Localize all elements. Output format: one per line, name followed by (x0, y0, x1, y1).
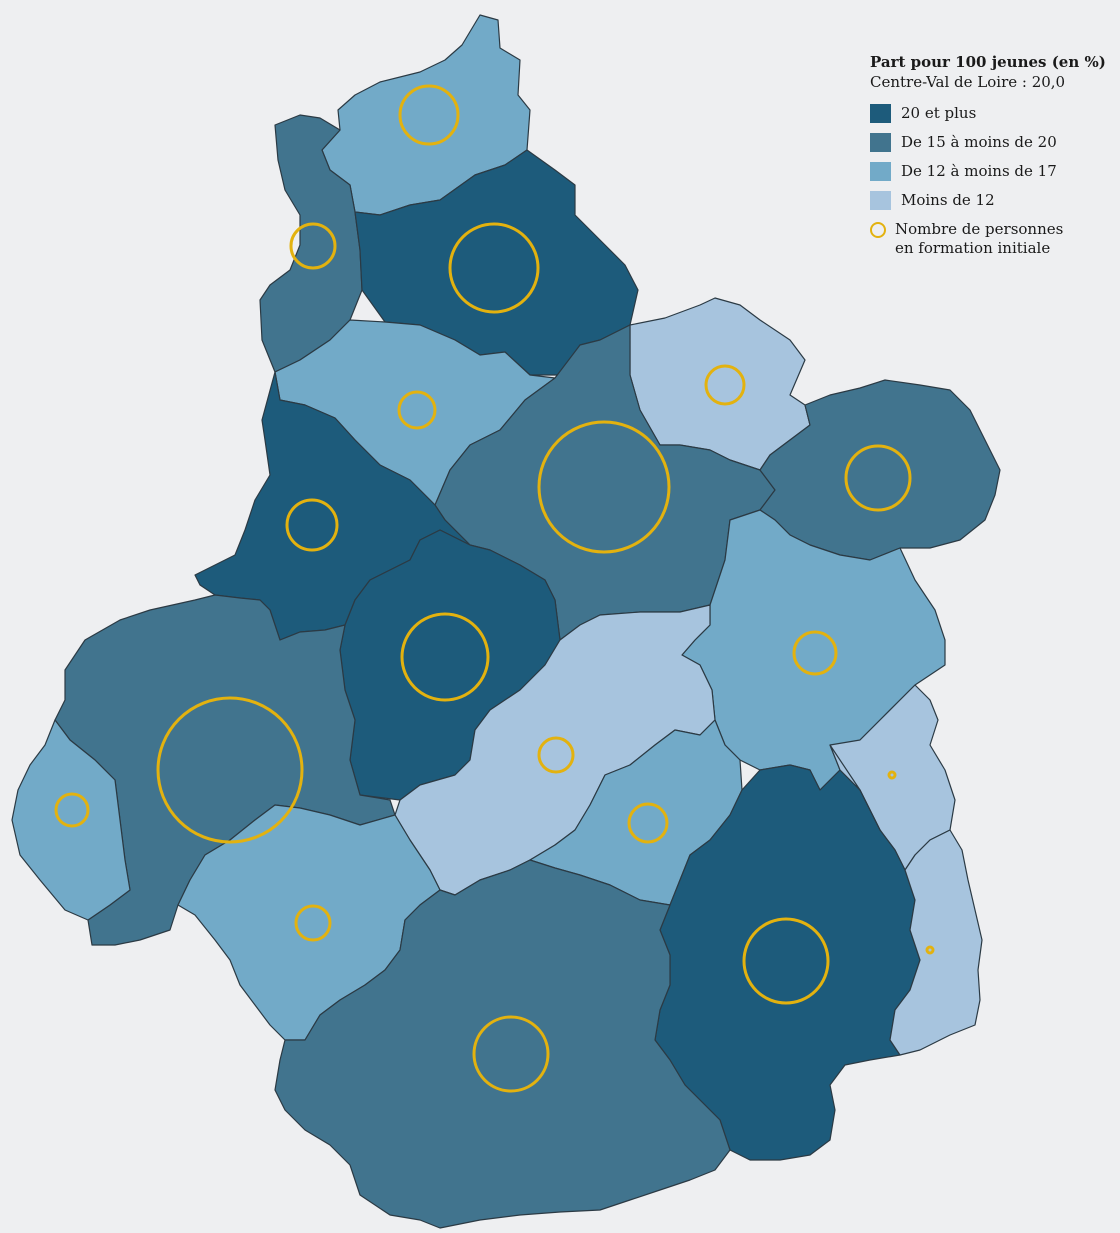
zone-south-large (274, 859, 731, 1229)
bubble (398, 84, 460, 146)
legend-circle-label: Nombre de personnes en formation initial… (895, 220, 1064, 257)
legend-label: Moins de 12 (901, 191, 995, 209)
legend-label: De 12 à moins de 17 (901, 162, 1057, 180)
bubble (472, 1015, 550, 1093)
bubble (704, 364, 746, 406)
bubble (448, 222, 540, 314)
legend-label: 20 et plus (901, 104, 977, 122)
bubble (285, 498, 339, 552)
bubble (742, 917, 830, 1005)
bubble (294, 904, 332, 942)
zone-east-strip-lower (889, 829, 983, 1056)
zone-far-west (11, 719, 131, 921)
bubble (844, 444, 912, 512)
legend-item-class-1: De 15 à moins de 20 (870, 133, 1118, 152)
legend-item-circle: Nombre de personnes en formation initial… (870, 220, 1118, 258)
legend-swatch (870, 162, 891, 181)
legend-subtitle: Centre-Val de Loire : 20,0 (870, 73, 1066, 91)
legend-swatch (870, 191, 891, 210)
legend-circle-icon (870, 222, 886, 238)
bubble (627, 802, 669, 844)
bubble (925, 945, 935, 955)
bubble (792, 630, 838, 676)
legend-label: De 15 à moins de 20 (901, 133, 1057, 151)
bubble (397, 390, 437, 430)
bubble (887, 770, 897, 780)
zone-east-upper-strip-b (829, 744, 881, 831)
bubble (54, 792, 90, 828)
legend-item-class-0: 20 et plus (870, 104, 1118, 123)
legend: Part pour 100 jeunes (en %) Centre-Val d… (870, 52, 1118, 268)
legend-item-class-3: Moins de 12 (870, 191, 1118, 210)
legend-item-class-2: De 12 à moins de 17 (870, 162, 1118, 181)
legend-swatch (870, 133, 891, 152)
bubble (537, 736, 575, 774)
bubble (289, 222, 337, 270)
legend-title: Part pour 100 jeunes (en %) (870, 53, 1106, 71)
bubble (537, 420, 671, 554)
legend-swatch (870, 104, 891, 123)
bubble (400, 612, 490, 702)
bubble (156, 696, 304, 844)
